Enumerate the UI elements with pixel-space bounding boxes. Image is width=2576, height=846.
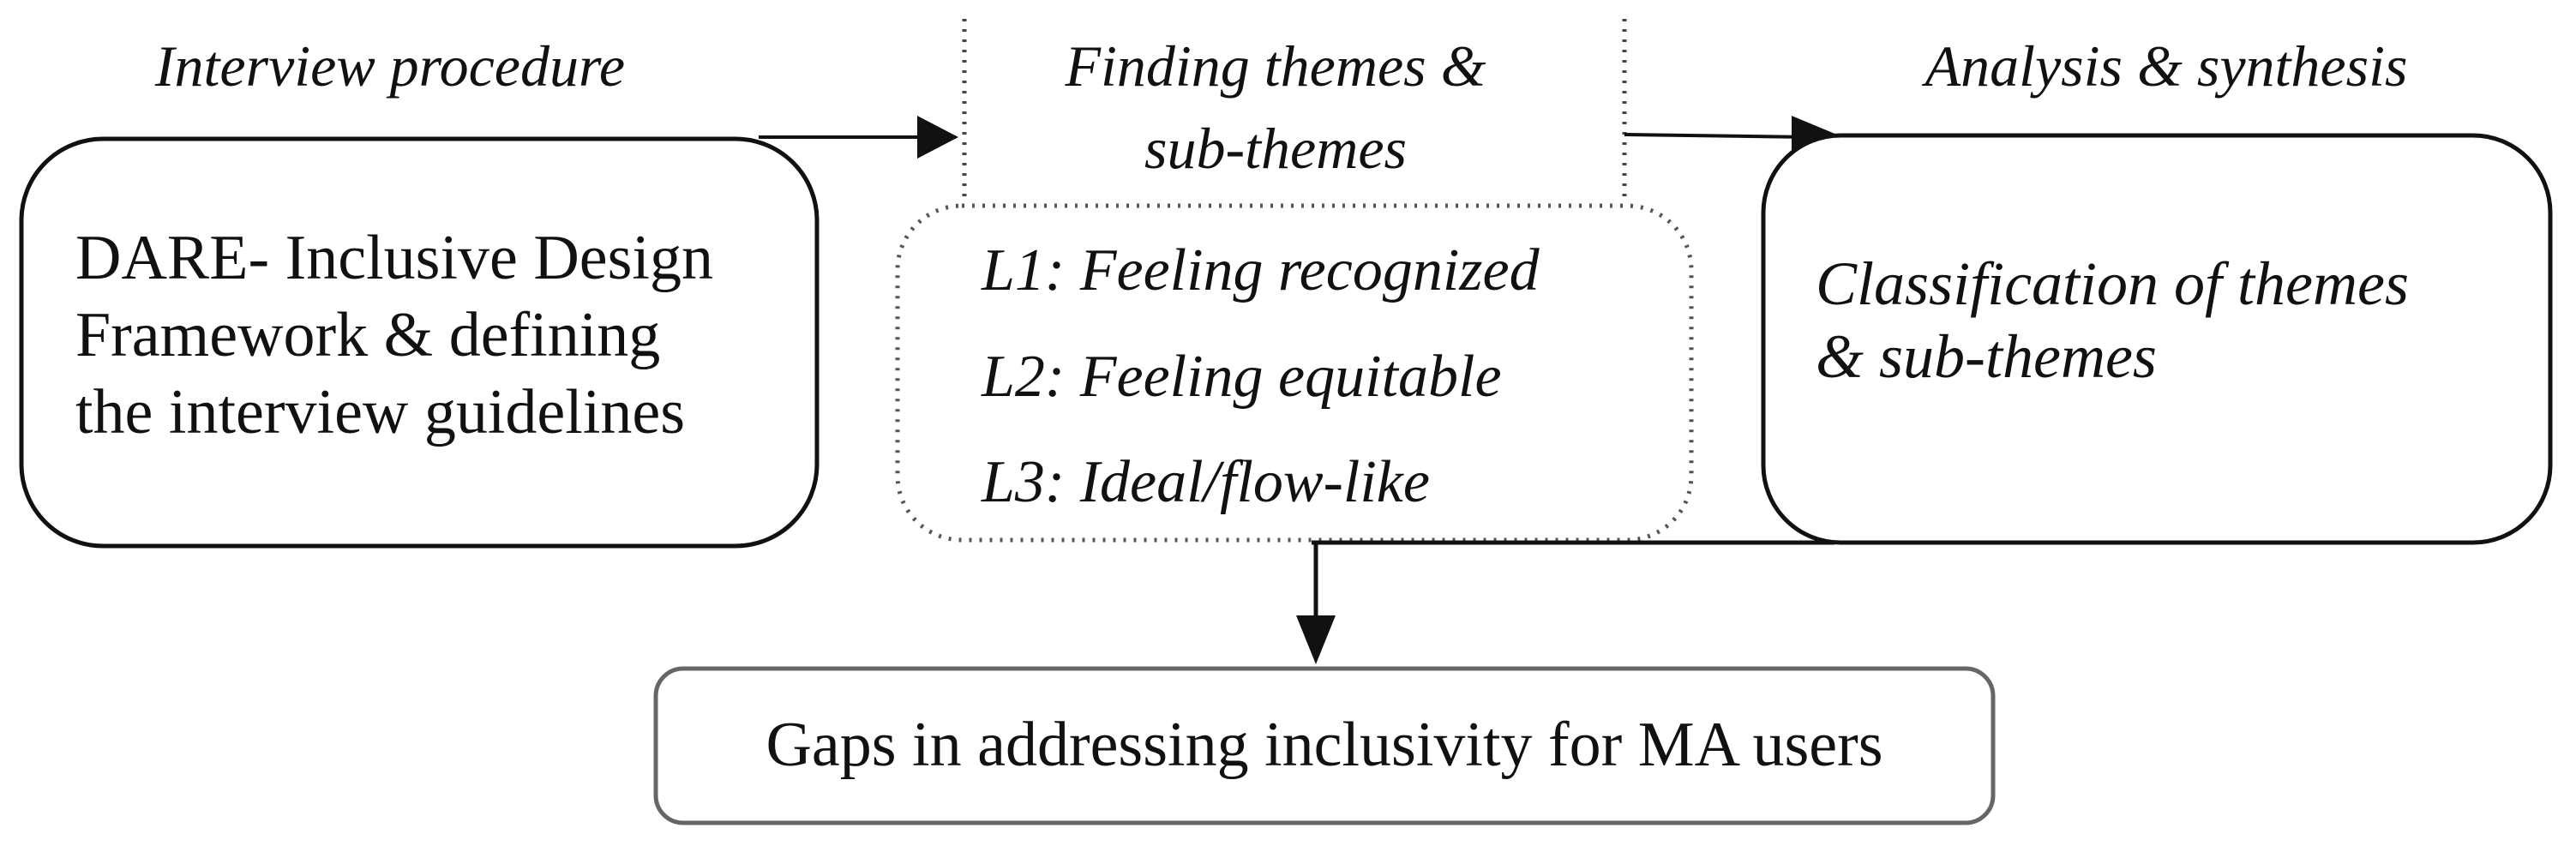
- arrow-themes-to-analysis: [1624, 133, 1810, 139]
- level-2-label: L2: Feeling equitable: [981, 344, 1502, 410]
- level-3-label: L3: Ideal/flow-like: [981, 449, 1430, 515]
- stage-heading-finding-themes-1: Finding themes &: [1064, 33, 1486, 99]
- box-classification: [1761, 133, 2553, 545]
- box-gaps-label: Gaps in addressing inclusivity for MA us…: [766, 710, 1882, 780]
- stage-heading-interview: Interview procedure: [154, 33, 625, 99]
- box-dare-line-2: Framework & defining: [75, 300, 660, 370]
- arrowhead-to-gaps: [1296, 615, 1336, 664]
- box-classification-line-1: Classification of themes: [1816, 249, 2409, 318]
- stage-heading-analysis: Analysis & synthesis: [1922, 33, 2408, 99]
- box-dare-framework: [19, 136, 820, 549]
- box-dare-line-3: the interview guidelines: [75, 377, 685, 447]
- box-dare-line-1: DARE- Inclusive Design: [75, 223, 713, 293]
- box-classification-line-2: & sub-themes: [1816, 322, 2157, 391]
- box-gaps: [653, 666, 1996, 825]
- stage-heading-finding-themes-2: sub-themes: [1144, 116, 1407, 181]
- arrowhead-to-themes: [917, 116, 958, 159]
- level-1-label: L1: Feeling recognized: [981, 237, 1540, 303]
